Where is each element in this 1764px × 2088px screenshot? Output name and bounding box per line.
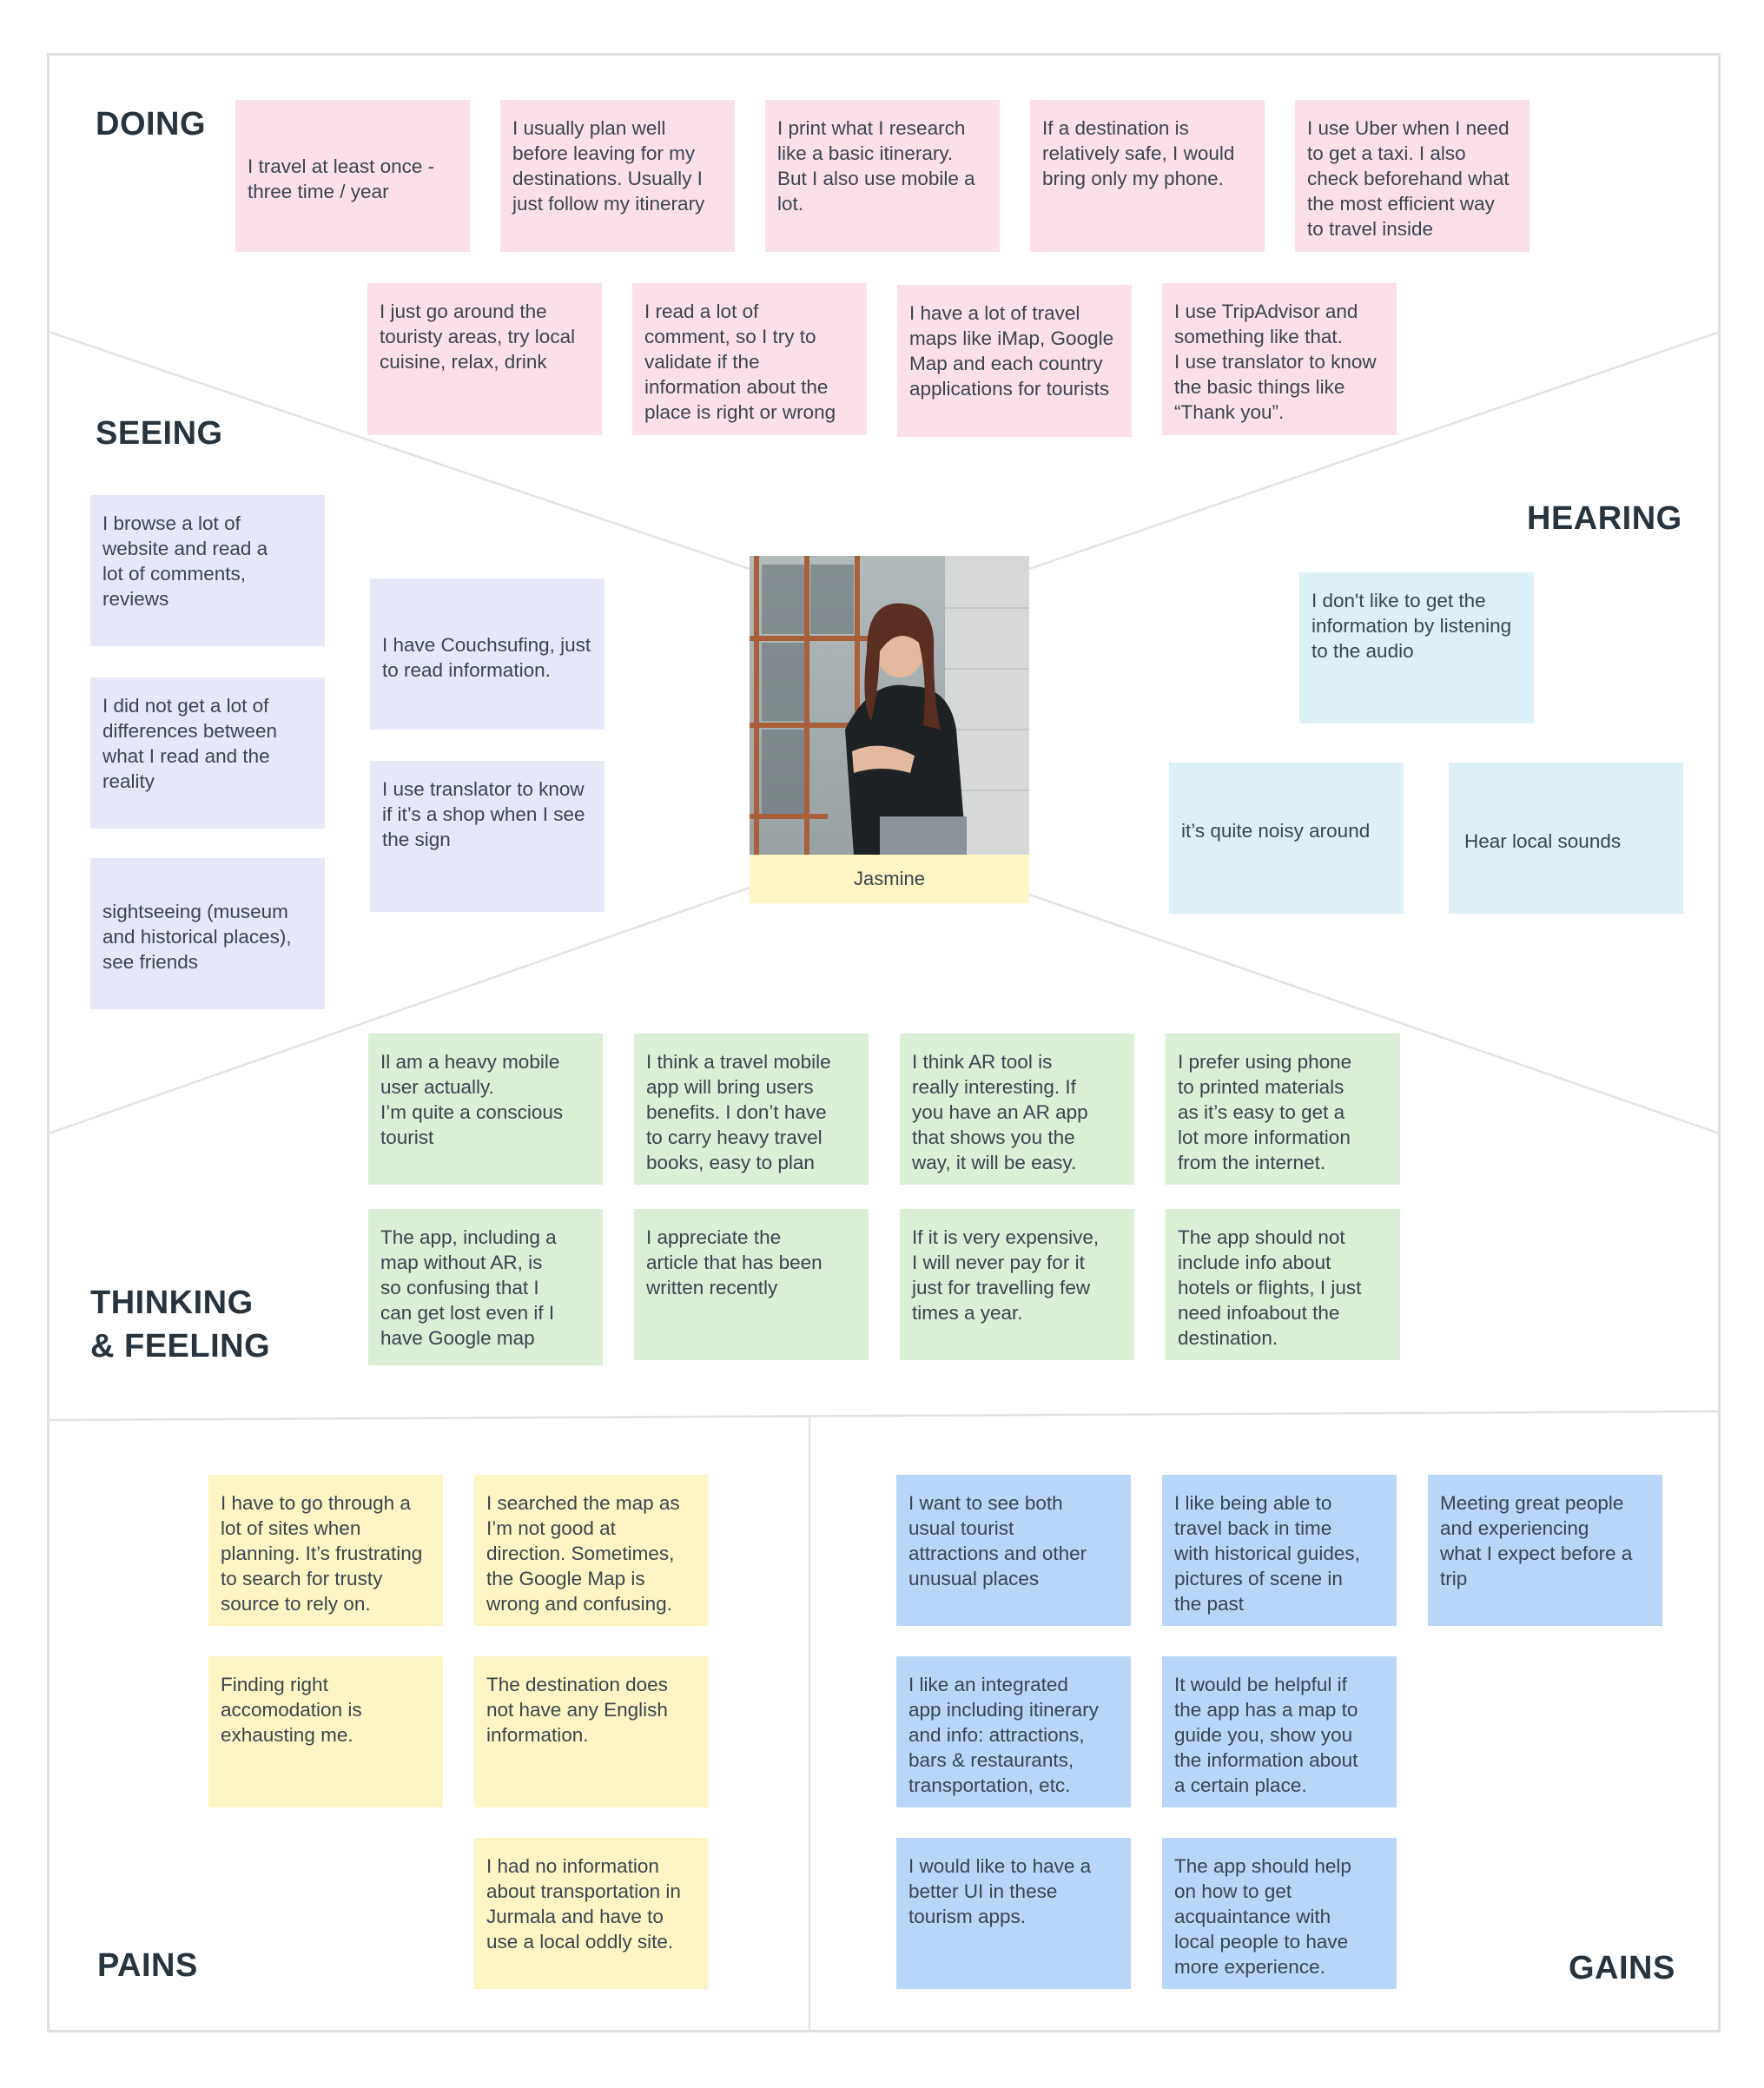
portrait-photo [750, 556, 1029, 855]
divider-top-left [48, 330, 750, 571]
doing-note: I print what I research like a basic iti… [765, 100, 1000, 252]
thinking-note: The app should not include info about ho… [1166, 1209, 1400, 1360]
thinking-note: The app, including a map without AR, is … [368, 1209, 603, 1365]
gains-note: Meeting great people and experiencing wh… [1428, 1475, 1662, 1626]
seeing-note: I did not get a lot of differences betwe… [90, 677, 325, 829]
divider-top-right [1028, 330, 1721, 571]
divider-bottom-right [1028, 893, 1721, 1135]
doing-note: I travel at least once - three time / ye… [235, 100, 470, 252]
thinking-note: I think AR tool is really interesting. I… [900, 1034, 1134, 1185]
doing-note: If a destination is relatively safe, I w… [1030, 100, 1265, 252]
seeing-note: I browse a lot of website and read a lot… [90, 495, 325, 646]
pains-heading: PAINS [97, 1947, 198, 1984]
persona-photo [750, 556, 1029, 855]
hearing-heading: HEARING [1527, 500, 1682, 537]
hearing-note: it’s quite noisy around [1169, 763, 1404, 914]
hearing-note: I don't like to get the information by l… [1299, 572, 1534, 724]
doing-note: I have a lot of travel maps like iMap, G… [897, 285, 1132, 437]
empathy-map-board [47, 53, 1721, 2032]
gains-note: The app should help on how to get acquai… [1162, 1838, 1397, 1989]
pains-note: I had no information about transportatio… [474, 1838, 709, 1989]
thinking-note: Il am a heavy mobile user actually. I’m … [368, 1034, 603, 1185]
pains-note: I have to go through a lot of sites when… [208, 1475, 443, 1626]
gains-note: I like being able to travel back in time… [1162, 1475, 1397, 1626]
divider-bottom-left [48, 886, 750, 1135]
doing-note: I usually plan well before leaving for m… [500, 100, 735, 252]
pains-note: The destination does not have any Englis… [474, 1656, 709, 1807]
thinking-note: I appreciate the article that has been w… [634, 1209, 869, 1360]
persona-name-label: Jasmine [750, 855, 1029, 903]
seeing-note: I have Couchsufing, just to read informa… [370, 578, 605, 730]
thinking-note: I prefer using phone to printed material… [1166, 1034, 1400, 1185]
gains-note: I like an integrated app including itine… [896, 1656, 1131, 1807]
thinking-feeling-heading: THINKING & FEELING [90, 1285, 271, 1364]
doing-note: I use Uber when I need to get a taxi. I … [1295, 100, 1529, 252]
doing-note: I just go around the touristy areas, try… [367, 283, 602, 435]
seeing-note: I use translator to know if it’s a shop … [370, 761, 605, 912]
pains-note: Finding right accomodation is exhausting… [208, 1656, 443, 1807]
gains-heading: GAINS [1569, 1950, 1675, 1986]
doing-heading: DOING [96, 106, 207, 142]
persona-card: Jasmine [750, 556, 1029, 903]
gains-note: I would like to have a better UI in thes… [896, 1838, 1131, 1989]
gains-note: It would be helpful if the app has a map… [1162, 1656, 1397, 1807]
thinking-note: I think a travel mobile app will bring u… [634, 1034, 869, 1185]
seeing-heading: SEEING [96, 415, 223, 452]
seeing-note: sightseeing (museum and historical place… [90, 858, 325, 1009]
hearing-note: Hear local sounds [1449, 763, 1683, 914]
thinking-note: If it is very expensive, I will never pa… [900, 1209, 1134, 1360]
divider-horizontal [48, 1410, 1721, 1422]
doing-note: I read a lot of comment, so I try to val… [632, 283, 867, 435]
gains-note: I want to see both usual tourist attract… [896, 1475, 1131, 1626]
doing-note: I use TripAdvisor and something like tha… [1162, 283, 1397, 435]
pains-note: I searched the map as I’m not good at di… [474, 1475, 709, 1626]
